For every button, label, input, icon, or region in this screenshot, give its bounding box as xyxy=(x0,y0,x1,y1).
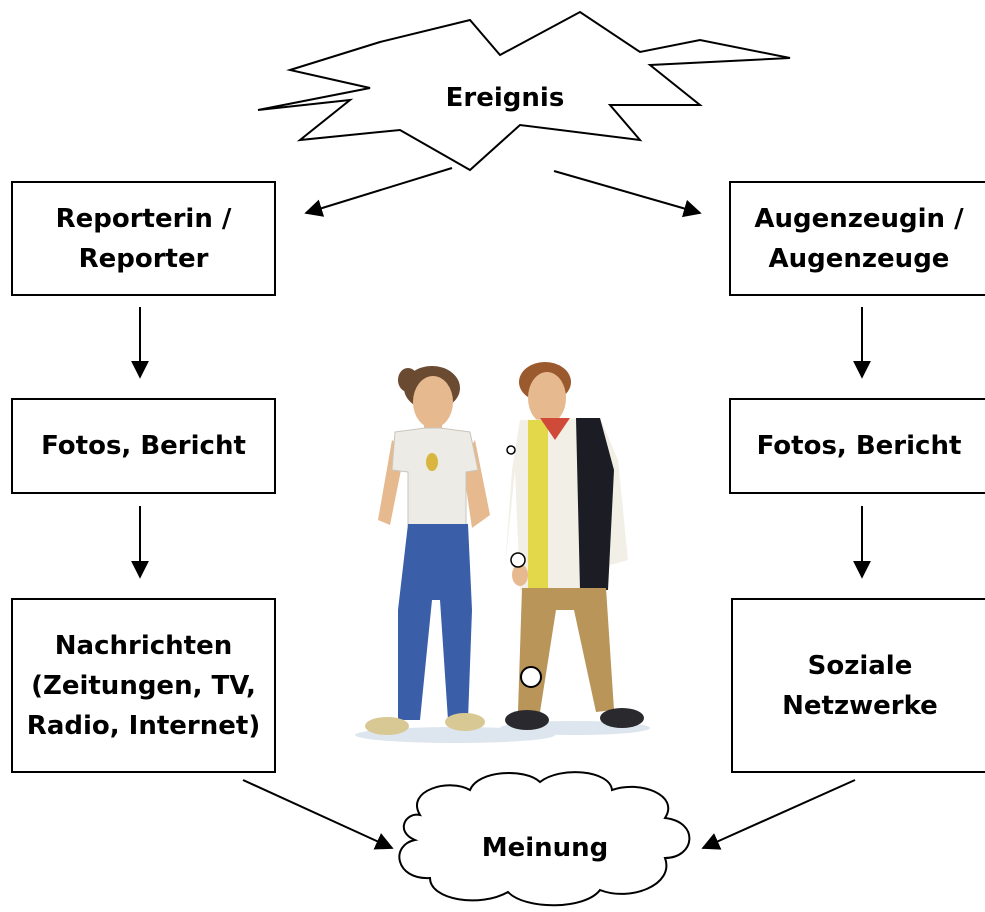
two-teenagers-illustration xyxy=(355,362,650,743)
girl-figure xyxy=(365,366,490,735)
news-label: Nachrichten (Zeitungen, TV, Radio, Inter… xyxy=(26,630,261,741)
left-material-box: Fotos, Bericht xyxy=(11,398,276,494)
arrow-event-to-reporter xyxy=(304,167,453,217)
arrow-event-to-witness xyxy=(553,170,702,218)
left-material-label: Fotos, Bericht xyxy=(41,431,246,461)
social-networks-label: Soziale Netzwerke xyxy=(782,650,938,721)
reporter-box: Reporterin / Reporter xyxy=(11,181,276,296)
social-networks-box: Soziale Netzwerke xyxy=(731,598,985,773)
event-label: Ereignis xyxy=(445,83,565,113)
right-material-box: Fotos, Bericht xyxy=(729,398,985,494)
arrow-news-to-opinion xyxy=(242,779,394,850)
opinion-cloud-shape xyxy=(398,771,691,907)
right-material-label: Fotos, Bericht xyxy=(756,431,962,461)
boy-figure xyxy=(505,362,644,730)
reporter-label: Reporterin / Reporter xyxy=(55,203,232,274)
opinion-label: Meinung xyxy=(481,833,609,863)
witness-label: Augenzeugin / Augenzeuge xyxy=(754,203,964,274)
witness-box: Augenzeugin / Augenzeuge xyxy=(729,181,985,296)
news-box: Nachrichten (Zeitungen, TV, Radio, Inter… xyxy=(11,598,276,773)
arrow-social-to-opinion xyxy=(701,779,856,850)
event-starburst-shape xyxy=(257,10,791,172)
